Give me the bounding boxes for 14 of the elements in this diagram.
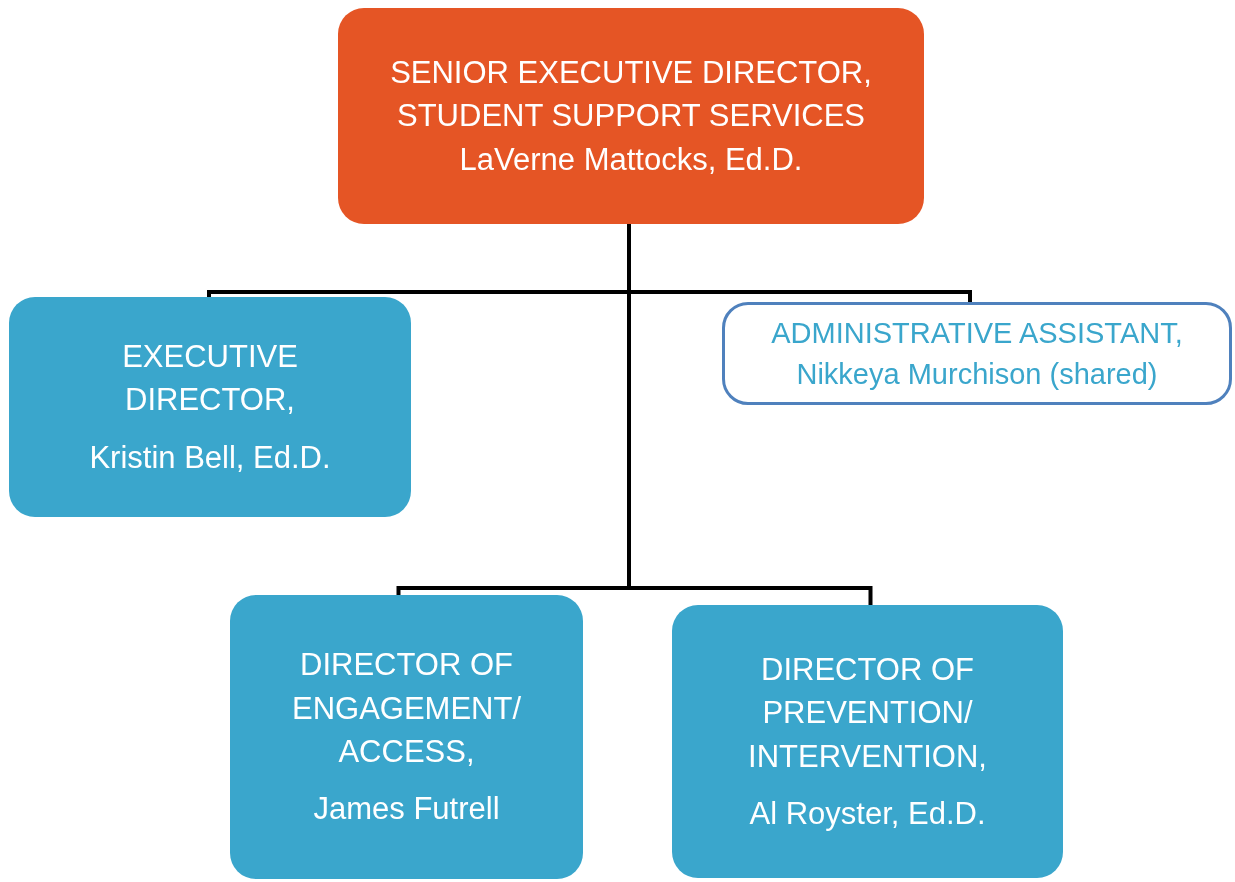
position-label: James Futrell — [313, 790, 500, 829]
position-box — [9, 297, 411, 517]
head-position-box — [338, 8, 924, 224]
position-label: EXECUTIVE DIRECTOR, — [121, 337, 299, 420]
position-label: ADMINISTRATIVE ASSISTANT, Nikkeya Murchison (shared) — [770, 315, 1184, 392]
position-box — [230, 595, 583, 879]
position-label: DIRECTOR OF PREVENTION/ INTERVENTION, — [747, 650, 988, 776]
position-label: SENIOR EXECUTIVE DIRECTOR, STUDENT SUPPORT SERVICES — [389, 53, 873, 136]
position-box — [672, 605, 1063, 878]
position-label: Al Royster, Ed.D. — [749, 794, 986, 833]
position-label: Kristin Bell, Ed.D. — [89, 438, 331, 477]
position-box — [722, 302, 1232, 405]
position-label: LaVerne Mattocks, Ed.D. — [459, 140, 803, 179]
position-label: DIRECTOR OF ENGAGEMENT/ ACCESS, — [290, 646, 523, 771]
